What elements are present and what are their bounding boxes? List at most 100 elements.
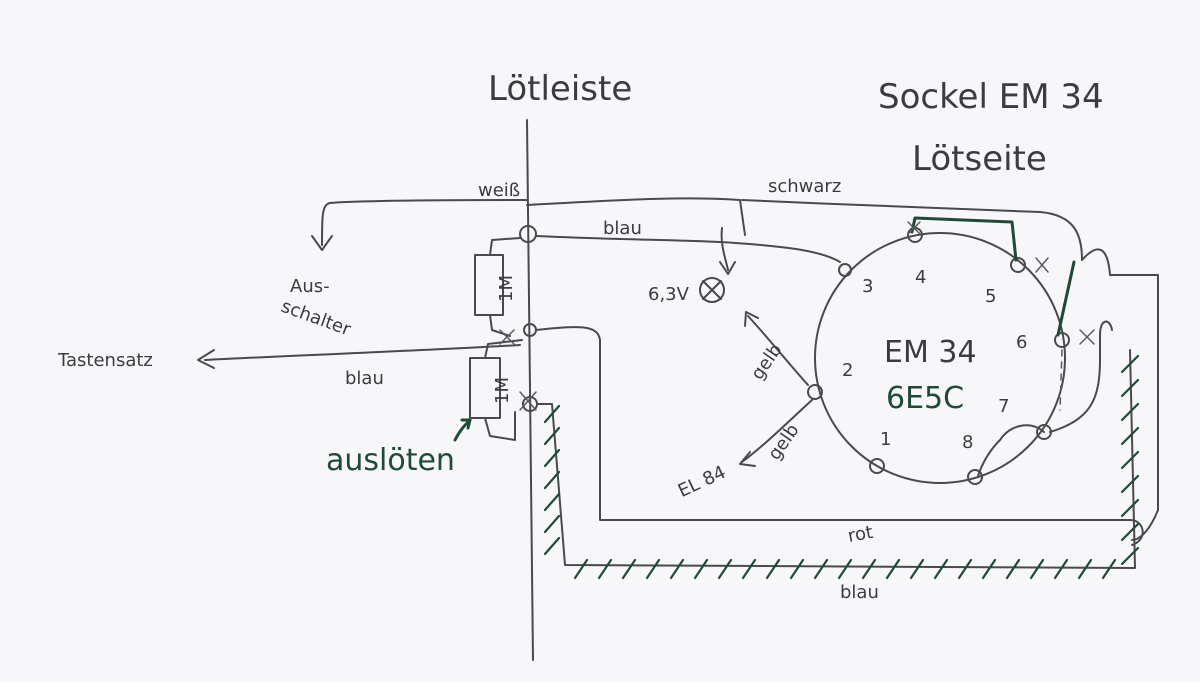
pin-1-label: 1 bbox=[880, 429, 891, 450]
title-sockel: Sockel EM 34 bbox=[878, 77, 1104, 117]
arrow-heater-icon bbox=[719, 261, 736, 275]
pin-6-label: 6 bbox=[1016, 332, 1027, 353]
ground-hatch-mark bbox=[861, 558, 877, 580]
ground-hatch-mark bbox=[765, 558, 781, 580]
pin-3-label: 3 bbox=[862, 276, 873, 297]
label-ausloeten: auslöten bbox=[326, 443, 455, 478]
ground-hatch-mark bbox=[909, 558, 925, 580]
ground-hatch-mark bbox=[1120, 426, 1140, 446]
resistor-bottom-label: 1M bbox=[492, 377, 513, 404]
ground-hatch-mark bbox=[573, 558, 589, 580]
ground-hatch-mark bbox=[957, 558, 973, 580]
wire-pin7-pin8 bbox=[977, 320, 1113, 477]
ground-hatch-mark bbox=[717, 558, 733, 580]
mark-x-bottom bbox=[519, 391, 537, 411]
ground-hatch-mark bbox=[1120, 450, 1140, 470]
arrow-ausloeten-icon bbox=[453, 418, 472, 442]
ground-hatch-mark bbox=[1120, 354, 1140, 374]
ground-hatch-mark bbox=[885, 558, 901, 580]
pin-8-label: 8 bbox=[962, 432, 973, 453]
arrow-tastensatz-icon bbox=[197, 349, 215, 369]
wire-gelb-upper bbox=[747, 315, 809, 386]
pin-5-label: 5 bbox=[985, 286, 996, 307]
wire-label-gelb-lower: gelb bbox=[764, 420, 804, 464]
ground-hatch-mark bbox=[693, 558, 709, 580]
pin-1-lug bbox=[869, 458, 885, 474]
wire-blau-top bbox=[535, 235, 841, 263]
wire-dashed-6-7 bbox=[1059, 349, 1063, 411]
title-loetseite: Lötseite bbox=[912, 139, 1047, 179]
ground-hatch-mark bbox=[543, 448, 561, 468]
ground-hatch-mark bbox=[597, 558, 613, 580]
mark-x-pin4 bbox=[907, 221, 921, 235]
pin-3-lug bbox=[838, 263, 852, 277]
mark-x-pin6 bbox=[1079, 329, 1095, 345]
pin-2-label: 2 bbox=[842, 360, 853, 381]
ground-hatch-mark bbox=[669, 558, 685, 580]
ground-hatch-mark bbox=[981, 558, 997, 580]
pin-8-lug bbox=[967, 469, 983, 485]
pin-4-label: 4 bbox=[915, 267, 926, 288]
label-heater: 6,3V bbox=[648, 284, 690, 305]
loetleiste-rail bbox=[526, 119, 534, 661]
wire-label-schwarz: schwarz bbox=[768, 176, 841, 197]
ground-hatch-mark bbox=[813, 558, 829, 580]
ground-hatch-mark bbox=[933, 558, 949, 580]
wire-schwarz bbox=[526, 197, 1083, 261]
wire-heater-drop bbox=[720, 227, 729, 271]
mark-x-middle bbox=[499, 329, 515, 345]
ground-hatch-mark bbox=[645, 558, 661, 580]
wire-right-loop bbox=[1081, 248, 1159, 541]
ground-hatch-mark bbox=[1053, 558, 1069, 580]
ground-hatching bbox=[543, 354, 1140, 580]
arrow-gelb-icon bbox=[744, 311, 759, 327]
wire-label-weiss: weiß bbox=[478, 180, 520, 201]
ground-hatch-mark bbox=[543, 514, 561, 534]
pin-2-lug bbox=[807, 384, 823, 400]
heater-lamp-cross-b bbox=[702, 280, 722, 300]
pin-7-label: 7 bbox=[998, 396, 1009, 417]
resistor-top-label: 1M bbox=[496, 275, 517, 302]
ground-hatch-mark bbox=[1120, 402, 1140, 422]
pin-5-lug bbox=[1010, 257, 1026, 273]
ground-hatch-mark bbox=[1120, 474, 1140, 494]
ground-hatch-mark bbox=[1120, 378, 1140, 398]
tube-alt-name: 6E5C bbox=[886, 381, 964, 416]
wire-rot bbox=[535, 326, 1144, 546]
wire-label-gelb-upper: gelb bbox=[747, 340, 787, 384]
jumper-pin6 bbox=[1056, 260, 1076, 337]
wire-label-blau-bottom: blau bbox=[840, 582, 879, 603]
ground-hatch-mark bbox=[789, 558, 805, 580]
wire-label-blau-top: blau bbox=[603, 218, 642, 239]
label-aus-schalter-2: schalter bbox=[278, 296, 354, 341]
title-loetleiste: Lötleiste bbox=[488, 69, 632, 109]
wire-blau-left bbox=[204, 344, 521, 361]
pin-6-lug bbox=[1054, 332, 1070, 348]
ground-hatch-mark bbox=[543, 470, 561, 490]
ground-hatch-mark bbox=[543, 404, 561, 424]
wire-label-blau-left: blau bbox=[345, 368, 384, 389]
tube-name: EM 34 bbox=[884, 335, 977, 370]
ground-hatch-mark bbox=[837, 558, 853, 580]
ground-hatch-mark bbox=[543, 426, 561, 446]
ground-hatch-mark bbox=[1120, 546, 1140, 566]
ground-hatch-mark bbox=[1101, 558, 1117, 580]
ground-hatch-mark bbox=[1120, 498, 1140, 518]
ground-hatch-mark bbox=[543, 492, 561, 512]
heater-lamp-icon bbox=[699, 277, 725, 303]
ground-hatch-mark bbox=[1077, 558, 1093, 580]
label-tastensatz: Tastensatz bbox=[57, 350, 153, 371]
wire-blau-bottom bbox=[537, 349, 1136, 569]
ground-hatch-mark bbox=[741, 558, 757, 580]
label-el84: EL 84 bbox=[675, 462, 729, 502]
ground-hatch-mark bbox=[543, 536, 561, 556]
wire-weiss bbox=[321, 199, 528, 246]
ground-hatch-mark bbox=[1120, 522, 1140, 542]
label-aus-schalter-1: Aus- bbox=[290, 276, 330, 297]
wire-label-rot: rot bbox=[846, 522, 874, 547]
loetleiste-lug-top bbox=[519, 225, 537, 243]
arrow-el84-icon bbox=[739, 451, 756, 467]
ground-hatch-mark bbox=[1005, 558, 1021, 580]
jumper-pin4-pin5 bbox=[910, 216, 1018, 262]
